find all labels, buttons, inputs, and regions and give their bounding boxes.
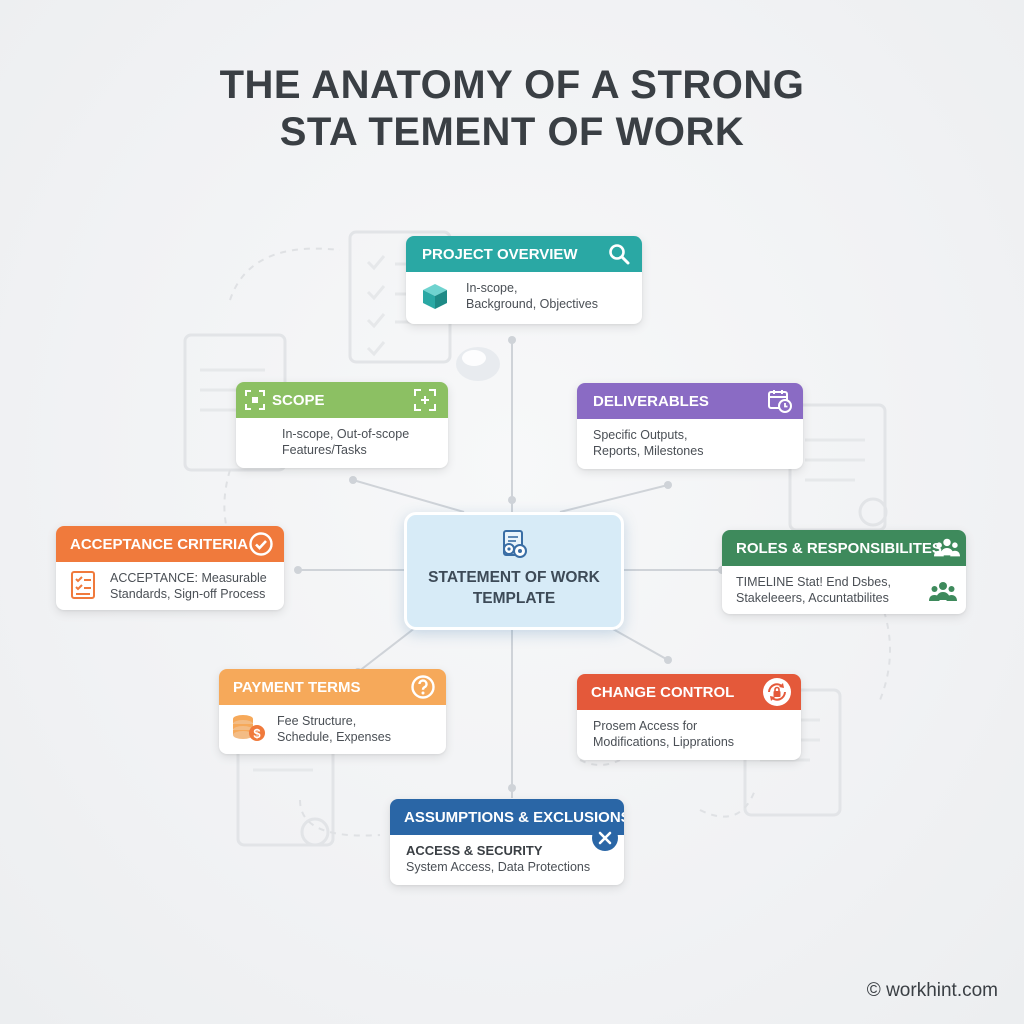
- footer-credit: © workhint.com: [866, 980, 998, 1001]
- card-title: PROJECT OVERVIEW: [422, 245, 578, 263]
- card-scope: SCOPE In-scope, Out-of-scope Features/Ta…: [236, 382, 448, 468]
- people-group-icon: [928, 580, 958, 608]
- card-acceptance-criteria: ACCEPTANCE CRITERIA ACCEPTANCE: Measurab…: [56, 526, 284, 610]
- card-header: ROLES & RESPONSIBILITES: [722, 530, 966, 566]
- card-assumptions-exclusions: ASSUMPTIONS & EXCLUSIONS ACCESS & SECURI…: [390, 799, 624, 885]
- title-line-2: STA TEMENT OF WORK: [279, 110, 745, 154]
- cube-icon: [420, 281, 450, 315]
- document-gears-icon: [497, 529, 531, 566]
- card-change-control: CHANGE CONTROL Prosem Access for Modific…: [577, 674, 801, 760]
- focus-frame-icon: [412, 387, 438, 413]
- card-line-1: In-scope, Out-of-scope: [282, 427, 410, 441]
- card-title: DELIVERABLES: [593, 392, 709, 410]
- card-title: ASSUMPTIONS & EXCLUSIONS: [404, 808, 624, 826]
- card-line-1: ACCEPTANCE: Measurable: [110, 571, 267, 585]
- card-roles-responsibilities: ROLES & RESPONSIBILITES TIMELINE Stat! E…: [722, 530, 966, 614]
- question-circle-icon: [410, 674, 436, 700]
- checklist-icon: [70, 570, 98, 604]
- card-title: ROLES & RESPONSIBILITES: [736, 539, 942, 557]
- card-line-2: Features/Tasks: [282, 443, 367, 457]
- card-header: CHANGE CONTROL: [577, 674, 801, 710]
- card-deliverables: DELIVERABLES Specific Outputs, Reports, …: [577, 383, 803, 469]
- card-header: PROJECT OVERVIEW: [406, 236, 642, 272]
- card-line-2: Stakeleeers, Accuntatbilites: [736, 591, 889, 605]
- card-line-1: TIMELINE Stat! End Dsbes,: [736, 575, 891, 589]
- card-payment-terms: PAYMENT TERMS $ Fee Structure, Schedule,…: [219, 669, 446, 754]
- card-line-2: System Access, Data Protections: [406, 860, 591, 874]
- page-title: THE ANATOMY OF A STRONG STA TEMENT OF WO…: [0, 62, 1024, 156]
- card-project-overview: PROJECT OVERVIEW In-scope, Background, O…: [406, 236, 642, 324]
- card-line-1: ACCESS & SECURITY: [406, 843, 543, 858]
- center-node: STATEMENT OF WORK TEMPLATE: [404, 512, 624, 630]
- card-line-1: In-scope,: [466, 281, 518, 295]
- close-icon: [592, 825, 618, 851]
- card-header: ACCEPTANCE CRITERIA: [56, 526, 284, 562]
- svg-text:$: $: [253, 726, 261, 741]
- card-line-2: Background, Objectives: [466, 297, 599, 311]
- card-title: CHANGE CONTROL: [591, 683, 735, 701]
- lock-refresh-icon: [763, 678, 791, 706]
- center-line-1: STATEMENT OF WORK: [428, 569, 600, 586]
- card-header: PAYMENT TERMS: [219, 669, 446, 705]
- card-title: PAYMENT TERMS: [233, 678, 361, 696]
- card-title: SCOPE: [272, 391, 325, 409]
- card-title: ACCEPTANCE CRITERIA: [70, 535, 249, 553]
- people-group-icon: [934, 535, 960, 561]
- coins-icon: $: [231, 713, 267, 747]
- card-line-2: Modifications, Lipprations: [593, 735, 735, 749]
- card-line-2: Reports, Milestones: [593, 444, 704, 458]
- card-line-1: Specific Outputs,: [593, 428, 688, 442]
- focus-frame-icon: [244, 389, 266, 415]
- calendar-clock-icon: [767, 388, 793, 414]
- card-line-2: Standards, Sign-off Process: [110, 587, 266, 601]
- center-line-2: TEMPLATE: [472, 590, 556, 607]
- card-line-1: Prosem Access for: [593, 719, 698, 733]
- title-line-1: THE ANATOMY OF A STRONG: [219, 63, 805, 107]
- check-circle-icon: [248, 531, 274, 557]
- card-header: SCOPE: [236, 382, 448, 418]
- card-header: ASSUMPTIONS & EXCLUSIONS: [390, 799, 624, 835]
- magnifier-icon: [606, 241, 632, 267]
- card-header: DELIVERABLES: [577, 383, 803, 419]
- card-line-2: Schedule, Expenses: [277, 730, 391, 744]
- card-line-1: Fee Structure,: [277, 714, 357, 728]
